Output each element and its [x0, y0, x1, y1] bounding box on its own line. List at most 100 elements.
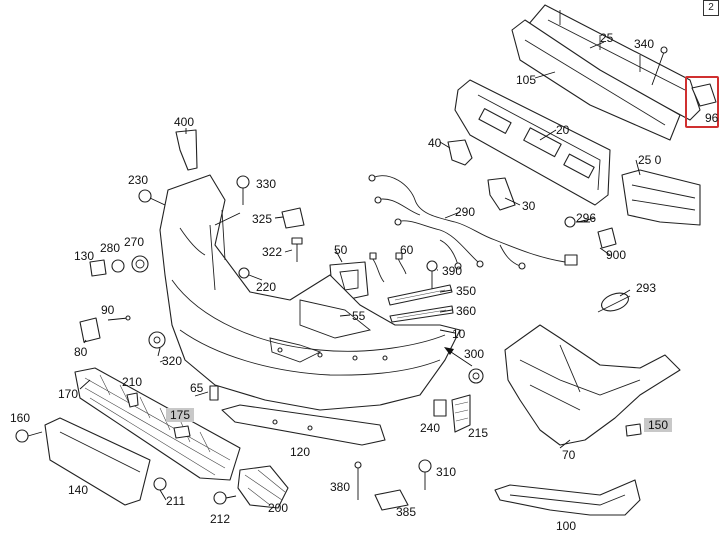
part-211-screw[interactable] — [153, 477, 167, 501]
part-250-side-bracket[interactable] — [621, 169, 701, 226]
part-270-sensor[interactable] — [131, 255, 149, 273]
label-150: 150 — [648, 418, 668, 432]
part-90-pin[interactable] — [107, 315, 131, 321]
label-310: 310 — [436, 465, 456, 479]
part-20-main-beam[interactable] — [454, 79, 611, 206]
part-150-clip[interactable] — [625, 423, 642, 437]
label-160: 160 — [10, 411, 30, 425]
label-96: 96 — [705, 111, 719, 125]
label-50: 50 — [334, 243, 348, 257]
part-220-screw[interactable] — [238, 267, 263, 281]
part-240-clip[interactable] — [433, 399, 447, 417]
part-60-cable[interactable] — [369, 252, 407, 283]
part-labels: 25 340 105 96 20 40 25 0 290 30 296 900 … — [10, 31, 719, 533]
label-25: 25 — [600, 31, 614, 45]
leader-lines — [79, 41, 641, 449]
label-211: 211 — [166, 494, 185, 508]
label-65: 65 — [190, 381, 204, 395]
part-300-nut[interactable] — [468, 368, 484, 384]
label-400: 400 — [174, 115, 194, 129]
part-30-bracket[interactable] — [487, 177, 516, 211]
label-230: 230 — [128, 173, 148, 187]
part-310-screw[interactable] — [418, 459, 432, 490]
label-212: 212 — [210, 512, 230, 526]
label-390: 390 — [442, 264, 462, 278]
label-215: 215 — [468, 426, 488, 440]
label-175: 175 — [170, 408, 190, 422]
part-10-bumper-cover[interactable] — [159, 174, 461, 411]
label-130: 130 — [74, 249, 94, 263]
part-175-clip[interactable] — [173, 425, 191, 439]
label-385: 385 — [396, 505, 416, 519]
part-280-ring[interactable] — [111, 259, 125, 273]
label-340: 340 — [634, 37, 654, 51]
part-320-grommet[interactable] — [148, 331, 166, 349]
part-140-panel[interactable] — [44, 417, 151, 506]
part-350-strip[interactable] — [387, 284, 453, 306]
label-296: 296 — [576, 211, 596, 225]
part-120-trim-strip[interactable] — [221, 404, 386, 446]
label-300: 300 — [464, 347, 484, 361]
label-120: 120 — [290, 445, 310, 459]
label-293: 293 — [636, 281, 656, 295]
part-900-sensor[interactable] — [597, 227, 617, 249]
part-96-trim[interactable] — [691, 83, 717, 107]
label-90: 90 — [101, 303, 115, 317]
part-330-screw[interactable] — [236, 175, 250, 205]
part-340-bolt[interactable] — [651, 46, 668, 86]
part-210-clip[interactable] — [126, 392, 139, 408]
label-240: 240 — [420, 421, 440, 435]
label-200: 200 — [268, 501, 288, 515]
label-20: 20 — [556, 123, 570, 137]
label-380: 380 — [330, 480, 350, 494]
label-60: 60 — [400, 243, 414, 257]
part-212-screw[interactable] — [213, 491, 237, 505]
label-30: 30 — [522, 199, 536, 213]
part-325-clip[interactable] — [281, 207, 305, 229]
label-140: 140 — [68, 483, 88, 497]
label-270: 270 — [124, 235, 144, 249]
part-70-side-bracket[interactable] — [504, 324, 681, 446]
part-105-absorber[interactable] — [511, 19, 681, 141]
part-390-bolt[interactable] — [426, 260, 438, 290]
label-210: 210 — [122, 375, 142, 389]
label-10: 10 — [452, 327, 466, 341]
part-290-wiring-harness[interactable] — [368, 174, 578, 270]
label-320: 320 — [162, 354, 182, 368]
label-330: 330 — [256, 177, 276, 191]
part-400-bracket[interactable] — [175, 129, 198, 171]
part-380-pin[interactable] — [354, 461, 362, 500]
part-80-plate[interactable] — [79, 317, 101, 343]
label-322: 322 — [262, 245, 282, 259]
part-65-clip[interactable] — [209, 385, 219, 401]
part-230-screw[interactable] — [138, 189, 166, 206]
label-55: 55 — [352, 309, 366, 323]
edit-icon[interactable]: 2 — [703, 0, 719, 16]
label-100: 100 — [556, 519, 576, 533]
part-130-bracket[interactable] — [89, 259, 107, 277]
part-100-lower-spoiler[interactable] — [494, 479, 641, 516]
part-385-clip[interactable] — [374, 489, 409, 511]
label-220: 220 — [256, 280, 276, 294]
part-160-screw[interactable] — [15, 429, 43, 443]
label-360: 360 — [456, 304, 476, 318]
label-280: 280 — [100, 241, 120, 255]
arrow-300-head — [444, 347, 454, 355]
part-170-grille[interactable] — [74, 367, 241, 481]
highlight-150 — [644, 418, 672, 432]
label-80: 80 — [74, 345, 88, 359]
selection-box-96 — [685, 76, 719, 128]
part-322-screw[interactable] — [291, 237, 303, 262]
label-105: 105 — [516, 73, 536, 87]
label-250: 25 0 — [638, 153, 662, 167]
label-900: 900 — [606, 248, 626, 262]
part-215-grille[interactable] — [451, 394, 471, 433]
part-200-fog-grille[interactable] — [237, 465, 289, 509]
label-70: 70 — [562, 448, 576, 462]
label-350: 350 — [456, 284, 476, 298]
part-40-bracket[interactable] — [447, 139, 473, 166]
label-325: 325 — [252, 212, 272, 226]
part-293-cable-tie[interactable] — [597, 290, 631, 315]
part-360-strip[interactable] — [389, 305, 454, 323]
